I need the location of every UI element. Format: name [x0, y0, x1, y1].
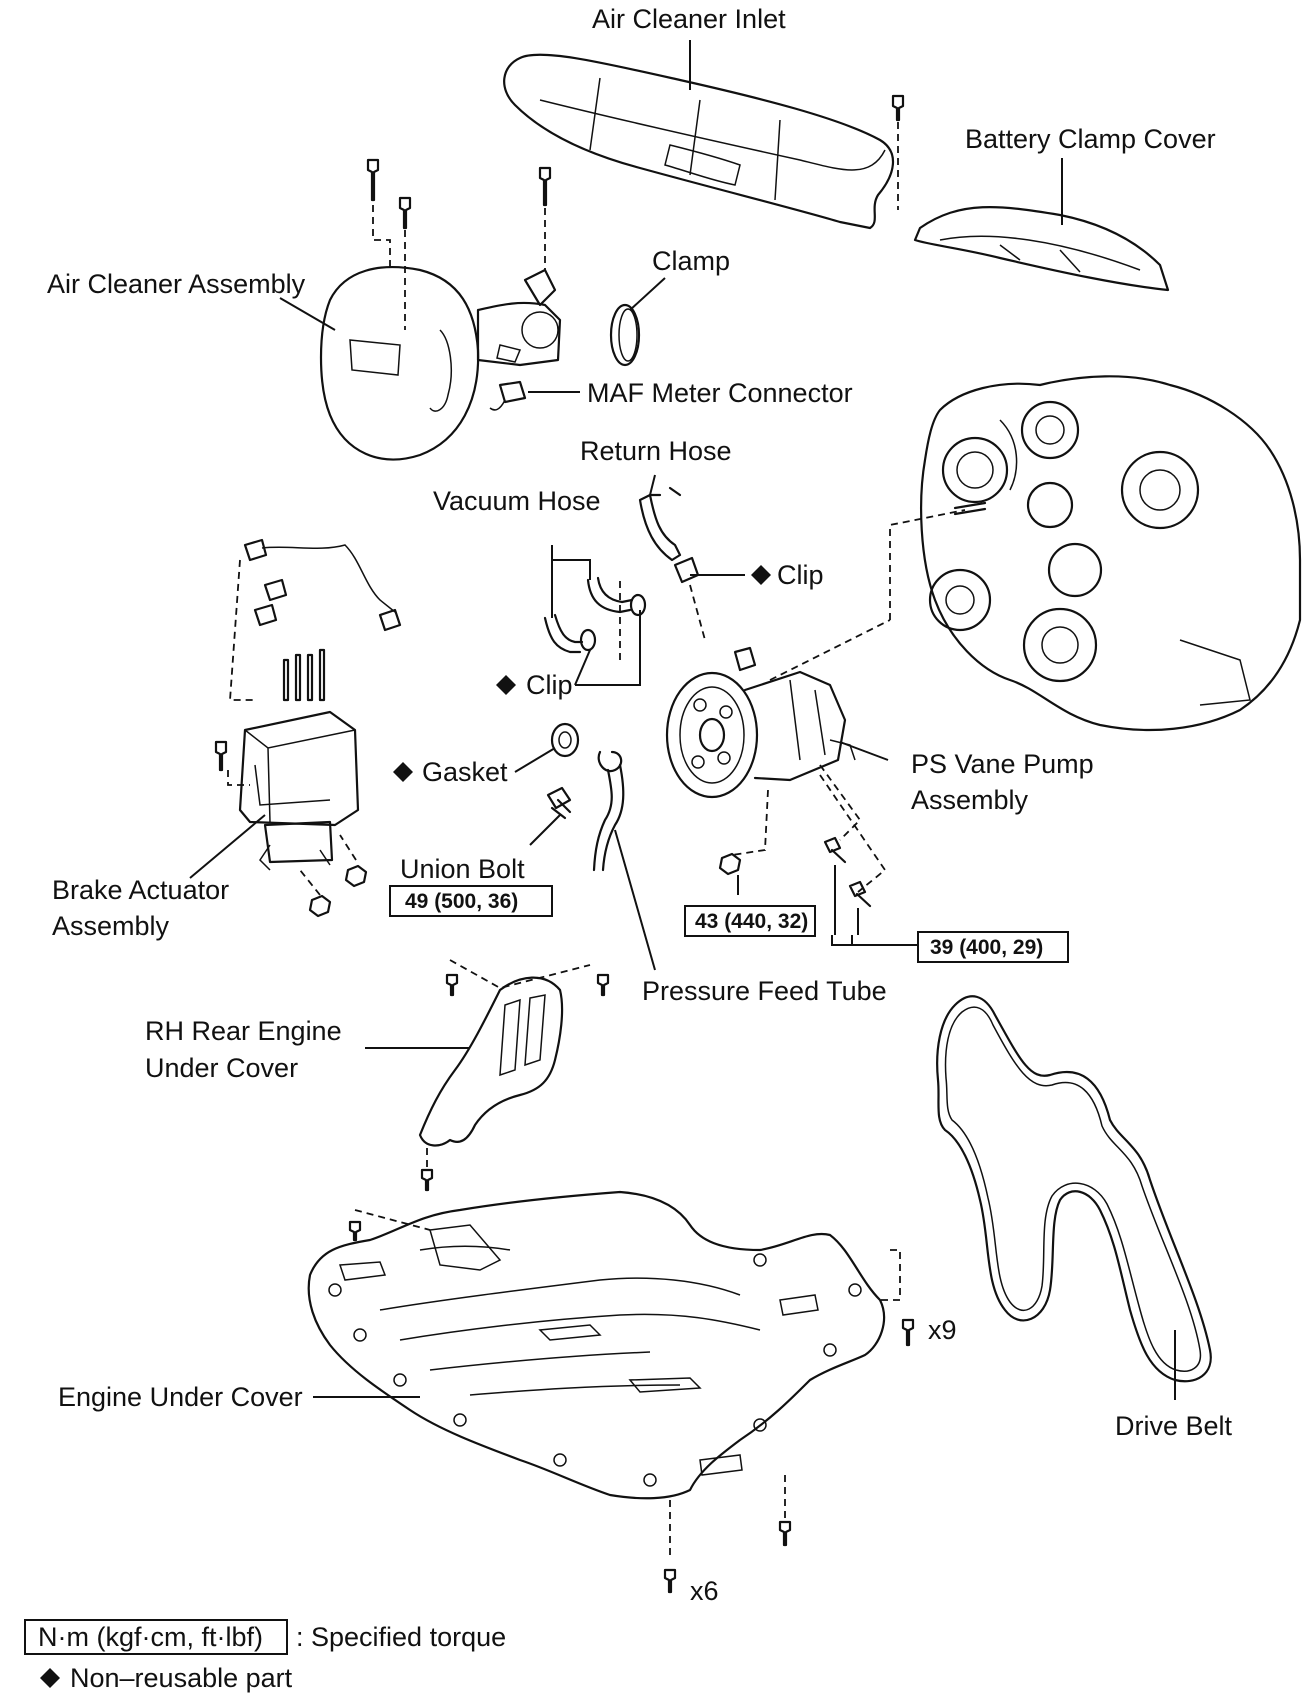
label-brake-actuator-line2: Assembly — [52, 911, 170, 941]
label-x6: x6 — [690, 1576, 719, 1606]
label-engine-under-cover: Engine Under Cover — [58, 1382, 303, 1412]
rh-rear-engine-under-cover-part — [418, 976, 564, 1147]
legend-torque-box — [24, 1619, 288, 1655]
label-air-cleaner-inlet: Air Cleaner Inlet — [592, 4, 786, 34]
union-bolt-part — [546, 786, 572, 820]
label-union-bolt: Union Bolt — [400, 854, 525, 884]
label-maf-meter-connector: MAF Meter Connector — [587, 378, 853, 408]
non-reusable-diamond-icon — [496, 675, 516, 695]
label-return-hose: Return Hose — [580, 436, 732, 466]
brake-connectors-part — [243, 538, 402, 632]
label-brake-actuator-line1: Brake Actuator — [52, 875, 229, 905]
non-reusable-diamond-icon — [40, 1668, 60, 1688]
non-reusable-diamond-icon — [751, 565, 771, 585]
label-pressure-feed-tube: Pressure Feed Tube — [642, 976, 887, 1006]
gasket-part — [550, 722, 580, 758]
engine-under-cover-part — [307, 1190, 885, 1500]
drive-belt-part — [936, 995, 1212, 1383]
bolt-icon — [420, 973, 610, 1192]
brake-actuator-assembly-part — [238, 710, 360, 871]
legend: N·m (kgf·cm, ft·lbf) : Specified torque … — [24, 1619, 506, 1693]
label-rh-rear-cover-line2: Under Cover — [145, 1053, 298, 1083]
nut-icon — [718, 852, 742, 876]
nut-icon — [308, 864, 368, 918]
torque-pump-nut: 43 (440, 32) — [695, 910, 808, 933]
label-ps-vane-pump-line2: Assembly — [911, 785, 1029, 815]
clamp-part — [609, 303, 641, 367]
torque-box-union-bolt — [389, 885, 553, 917]
maf-meter-connector-part — [489, 380, 527, 411]
bolt-icon — [348, 1220, 915, 1594]
ps-vane-pump-part — [665, 646, 856, 799]
torque-union-bolt: 49 (500, 36) — [405, 890, 518, 913]
pressure-feed-tube-part — [592, 750, 625, 872]
label-clip-upper: Clip — [777, 560, 824, 590]
non-reusable-diamond-icon — [393, 762, 413, 782]
bolt-icon — [823, 836, 872, 908]
bolt-icon — [366, 94, 905, 230]
label-clip-lower: Clip — [526, 670, 573, 700]
torque-pump-bolts: 39 (400, 29) — [930, 936, 1043, 959]
leader-lines — [189, 40, 1176, 1400]
label-ps-vane-pump-line1: PS Vane Pump — [911, 749, 1094, 779]
return-hose-part — [638, 486, 700, 584]
engine-block-part — [920, 375, 1302, 732]
label-gasket: Gasket — [422, 757, 508, 787]
label-clamp: Clamp — [652, 246, 730, 276]
legend-nonreusable: Non–reusable part — [70, 1663, 293, 1693]
label-drive-belt: Drive Belt — [1115, 1411, 1233, 1441]
label-rh-rear-cover-line1: RH Rear Engine — [145, 1016, 342, 1046]
label-battery-clamp-cover: Battery Clamp Cover — [965, 124, 1216, 154]
bolt-icon — [214, 648, 326, 772]
legend-torque-desc: : Specified torque — [296, 1622, 506, 1652]
torque-box-pump-nut — [684, 905, 816, 937]
vacuum-hose-part — [543, 576, 634, 654]
air-cleaner-assembly-part — [319, 266, 562, 461]
battery-clamp-cover-part — [913, 206, 1170, 292]
torque-box-pump-bolts — [917, 931, 1069, 963]
clip-part — [579, 593, 647, 652]
label-air-cleaner-assembly: Air Cleaner Assembly — [47, 269, 306, 299]
label-vacuum-hose: Vacuum Hose — [433, 486, 601, 516]
label-x9: x9 — [928, 1315, 957, 1345]
air-cleaner-inlet-part — [503, 53, 895, 230]
legend-torque-units: N·m (kgf·cm, ft·lbf) — [38, 1622, 263, 1652]
